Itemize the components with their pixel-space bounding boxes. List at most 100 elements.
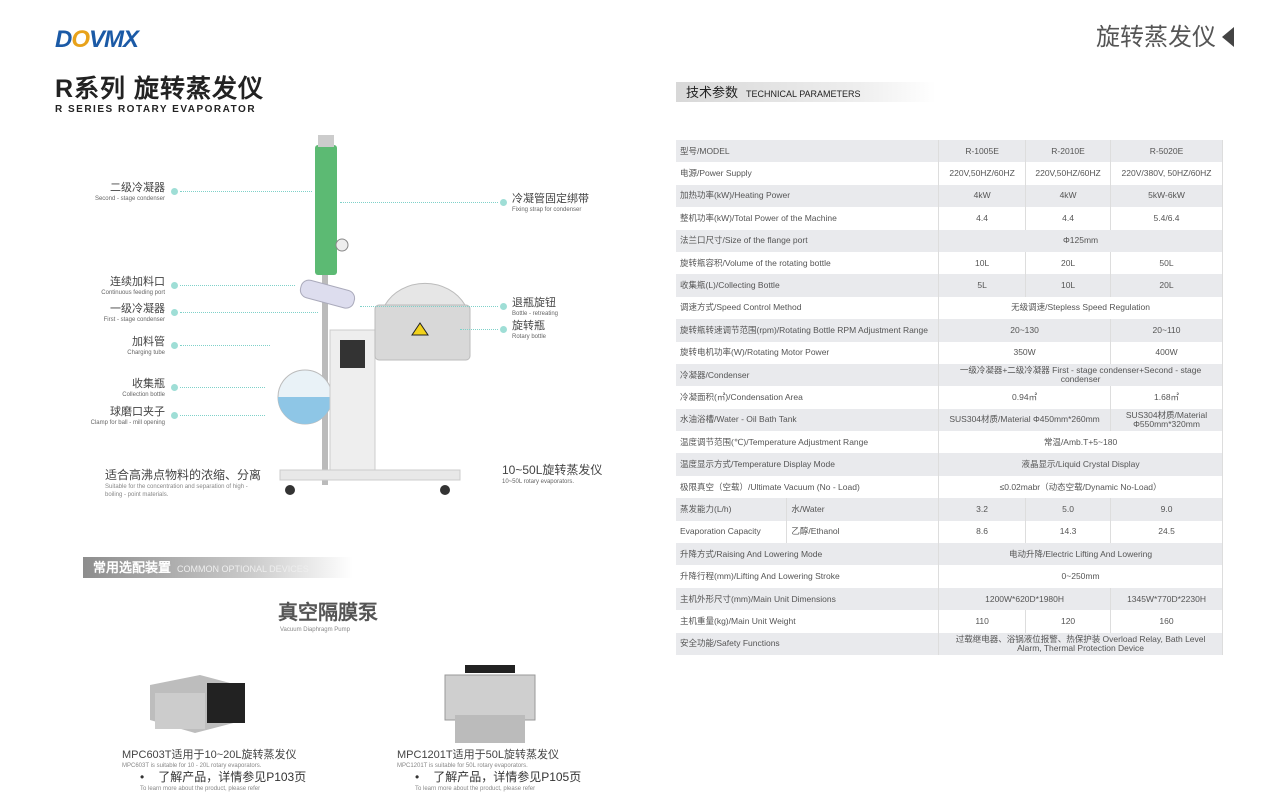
bullet-icon: •: [140, 770, 145, 784]
cell-value: 20~130: [938, 319, 1112, 342]
cell-value: 1.68㎡: [1110, 386, 1223, 409]
callout-line: [340, 202, 498, 203]
callout-right: 退瓶旋钮 Bottle - retreating: [512, 297, 602, 318]
params-title-en: TECHNICAL PARAMETERS: [746, 89, 861, 99]
pump-ref-en: To learn more about the product, please …: [415, 786, 536, 792]
cell-value: 5L: [938, 274, 1027, 297]
row-label: 主机重量(kg)/Main Unit Weight: [676, 610, 940, 633]
row-label: 极限真空（空载）/Ultimate Vacuum (No - Load): [676, 475, 940, 499]
row-label: 旋转瓶容积/Volume of the rotating bottle: [676, 251, 940, 275]
pump-title-group: 真空隔膜泵 Vacuum Diaphragm Pump: [278, 601, 378, 634]
callout-dot: [500, 326, 507, 333]
pump-ref-text: 了解产品，详情参见P105页: [433, 770, 582, 784]
row-label: 收集瓶(L)/Collecting Bottle: [676, 274, 940, 297]
callout-cn: 冷凝管固定绑带: [512, 193, 589, 205]
callout-cn: 一级冷凝器: [110, 303, 165, 315]
cell-value: 3.2: [938, 498, 1027, 521]
row-label: 旋转瓶转速调节范围(rpm)/Rotating Bottle RPM Adjus…: [676, 319, 940, 342]
params-title: 技术参数: [686, 85, 739, 100]
cell-value: 5.0: [1025, 498, 1112, 521]
row-label: 温度调节范围(℃)/Temperature Adjustment Range: [676, 431, 940, 454]
pump-reference: • 了解产品，详情参见P105页: [415, 770, 581, 785]
caption-right: 10~50L旋转蒸发仪: [502, 463, 603, 477]
cell-value: 0.94㎡: [938, 386, 1112, 409]
cell-value: 20L: [1025, 251, 1112, 275]
cell-value: 5.4/6.4: [1110, 207, 1223, 230]
evap-label: Evaporation Capacity: [676, 520, 788, 544]
caption-left-en: Suitable for the concentration and separ…: [105, 484, 248, 498]
cell-value: 120: [1025, 610, 1112, 633]
callout-cn: 收集瓶: [132, 378, 165, 390]
pump-desc: MPC603T is suitable for 10 - 20L rotary …: [122, 763, 262, 769]
row-label: 温度显示方式/Temperature Display Mode: [676, 453, 940, 476]
cell-value: 一级冷凝器+二级冷凝器 First - stage condenser+Seco…: [938, 363, 1223, 387]
pump-desc: MPC1201T is suitable for 50L rotary evap…: [397, 763, 528, 769]
cell-value: 14.3: [1025, 520, 1112, 544]
cell-value: 350W: [938, 341, 1112, 364]
table-row: 极限真空（空载）/Ultimate Vacuum (No - Load)≤0.0…: [676, 475, 1223, 499]
rotary-evaporator-image: [277, 135, 471, 495]
cell-value: R-5020E: [1110, 140, 1223, 163]
cell-value: 1200W*620D*1980H: [938, 587, 1112, 611]
row-label: 升降方式/Raising And Lowering Mode: [676, 543, 940, 566]
callout-dot: [500, 303, 507, 310]
row-label: 旋转电机功率(W)/Rotating Motor Power: [676, 341, 940, 364]
cell-value: 110: [938, 610, 1027, 633]
callout-en: Bottle - retreating: [512, 311, 559, 317]
row-label: 安全功能/Safety Functions: [676, 632, 940, 655]
row-label: 主机外形尺寸(mm)/Main Unit Dimensions: [676, 587, 940, 611]
caption-left: 适合高沸点物料的浓缩、分离: [105, 468, 262, 482]
cell-value: 20~110: [1110, 319, 1223, 342]
cell-value: 液晶显示/Liquid Crystal Display: [938, 453, 1223, 476]
cell-value: 5kW-6kW: [1110, 184, 1223, 208]
pump-ref-text: 了解产品，详情参见P103页: [158, 770, 307, 784]
bullet-icon: •: [415, 770, 420, 784]
row-label: 水油浴槽/Water - Oil Bath Tank: [676, 408, 940, 432]
row-label: 冷凝器/Condenser: [676, 363, 940, 387]
cell-value: 10L: [1025, 274, 1112, 297]
callout-dot: [171, 412, 178, 419]
cell-value: Φ125mm: [938, 229, 1223, 252]
cell-value: 4kW: [938, 184, 1027, 208]
row-label: 加热功率(kW)/Heating Power: [676, 184, 940, 208]
caption-right-group: 10~50L旋转蒸发仪 10~50L rotary evaporators.: [502, 463, 602, 486]
callout-cn: 退瓶旋钮: [512, 297, 556, 309]
page-title: R系列 旋转蒸发仪: [55, 75, 265, 103]
cell-value: SUS304材质/Material Φ450mm*260mm: [938, 408, 1112, 432]
callout-dot: [171, 309, 178, 316]
callout-cn: 旋转瓶: [512, 320, 545, 332]
cell-value: 9.0: [1110, 498, 1223, 521]
optional-cn: 常用选配装置: [93, 560, 172, 575]
row-label: 法兰口尺寸/Size of the flange port: [676, 229, 940, 252]
callout-line: [180, 415, 265, 416]
callout-en: Continuous feeding port: [101, 290, 165, 296]
callout-en: Charging tube: [127, 350, 165, 356]
pump-title-en: Vacuum Diaphragm Pump: [280, 627, 350, 633]
evap-medium: 水/Water: [786, 498, 940, 521]
row-label: 冷凝面积(㎡)/Condensation Area: [676, 386, 940, 409]
callout-en: Clamp for ball - mill opening: [90, 420, 165, 426]
cell-value: 220V,50HZ/60HZ: [938, 162, 1027, 185]
pump-title: 真空隔膜泵: [278, 602, 378, 624]
callout-dot: [171, 384, 178, 391]
optional-en: COMMON OPTIONAL DEVICES: [177, 564, 309, 574]
callout-dot: [171, 188, 178, 195]
cell-value: 4kW: [1025, 184, 1112, 208]
cell-value: 10L: [938, 251, 1027, 275]
